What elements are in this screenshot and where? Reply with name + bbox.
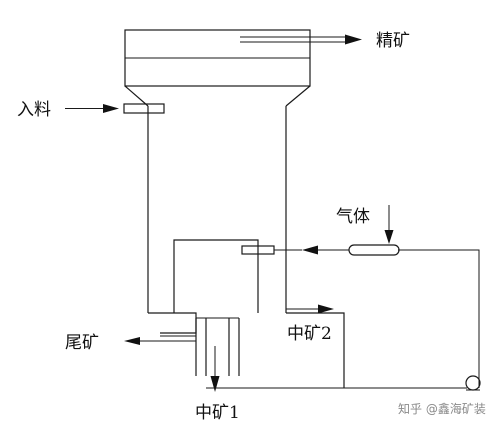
middlings-1-pipe [195,317,240,392]
gas-arrow [384,205,394,244]
middlings-2-label: 中矿2 [287,324,332,344]
circulation-loop [206,249,480,389]
tailings-outlet [124,335,196,345]
middlings-1-label: 中矿1 [195,403,240,423]
circulation-pump [465,375,481,391]
column-body [147,106,287,313]
concentrate-label: 精矿 [376,31,410,51]
gas-label: 气体 [336,207,370,227]
bubble-generator [274,244,400,256]
concentrate-outlet [240,34,362,45]
cyclone-chamber [148,239,345,388]
feed-label: 入料 [17,100,51,120]
feed-distributor [123,103,165,114]
tailings-label: 尾矿 [65,333,99,353]
froth-tank [124,29,311,107]
middlings-2-outlet [286,304,334,314]
gas-injector [241,245,275,255]
feed-arrow [65,104,119,113]
watermark: 知乎 @鑫海矿装 [398,401,486,416]
